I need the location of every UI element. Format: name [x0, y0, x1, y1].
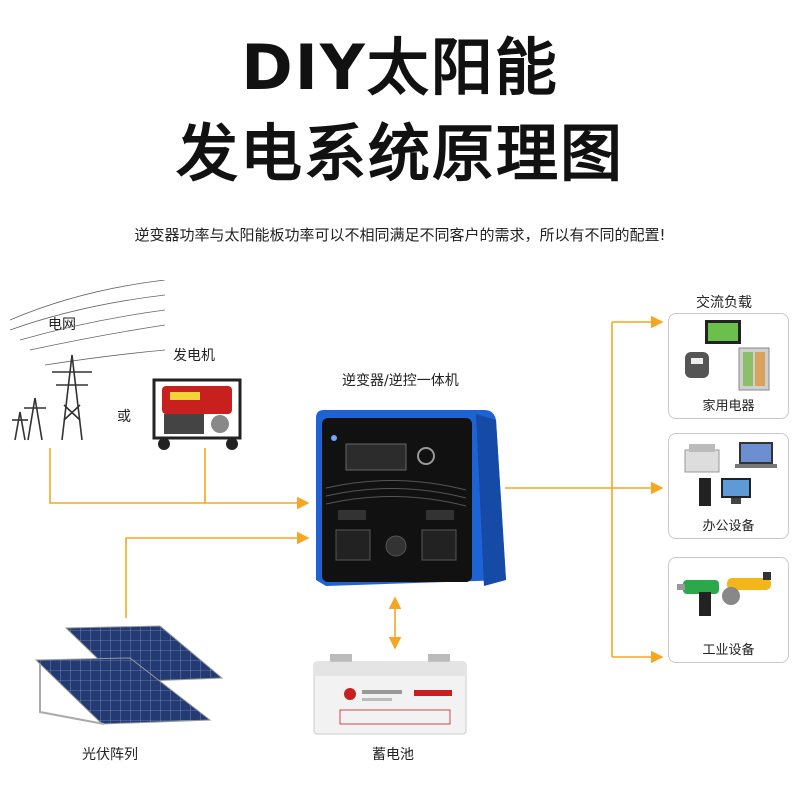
load-card-industrial: 工业设备 [668, 557, 789, 663]
power-tower-icon [9, 280, 166, 441]
battery-label: 蓄电池 [372, 747, 414, 763]
solar-label: 光伏阵列 [82, 747, 138, 763]
or-label: 或 [117, 409, 131, 425]
battery-icon [313, 654, 467, 735]
household-appliances-icon [685, 320, 770, 391]
loads-heading: 交流负载 [696, 295, 752, 311]
title-line-1: DIY太阳能 [241, 31, 559, 104]
load-card-office: 办公设备 [668, 433, 789, 539]
generator-label: 发电机 [173, 348, 215, 364]
load-card-household: 家用电器 [668, 313, 789, 419]
power-tools-icon [677, 572, 771, 616]
industrial-label: 工业设备 [702, 643, 755, 658]
generator-icon [152, 378, 242, 450]
office-label: 办公设备 [702, 519, 755, 534]
solar-panel-icon [34, 625, 224, 725]
household-label: 家用电器 [702, 399, 755, 414]
subtitle: 逆变器功率与太阳能板功率可以不相同满足不同客户的需求，所以有不同的配置! [134, 226, 666, 244]
inverter-label: 逆变器/逆控一体机 [342, 373, 459, 389]
grid-label: 电网 [48, 317, 76, 333]
inverter-icon [316, 410, 506, 586]
grid-to-inverter-line [49, 448, 310, 510]
solar-to-inverter-line [125, 531, 310, 618]
office-equipment-icon [684, 442, 777, 506]
title-line-2: 发电系统原理图 [175, 117, 624, 190]
